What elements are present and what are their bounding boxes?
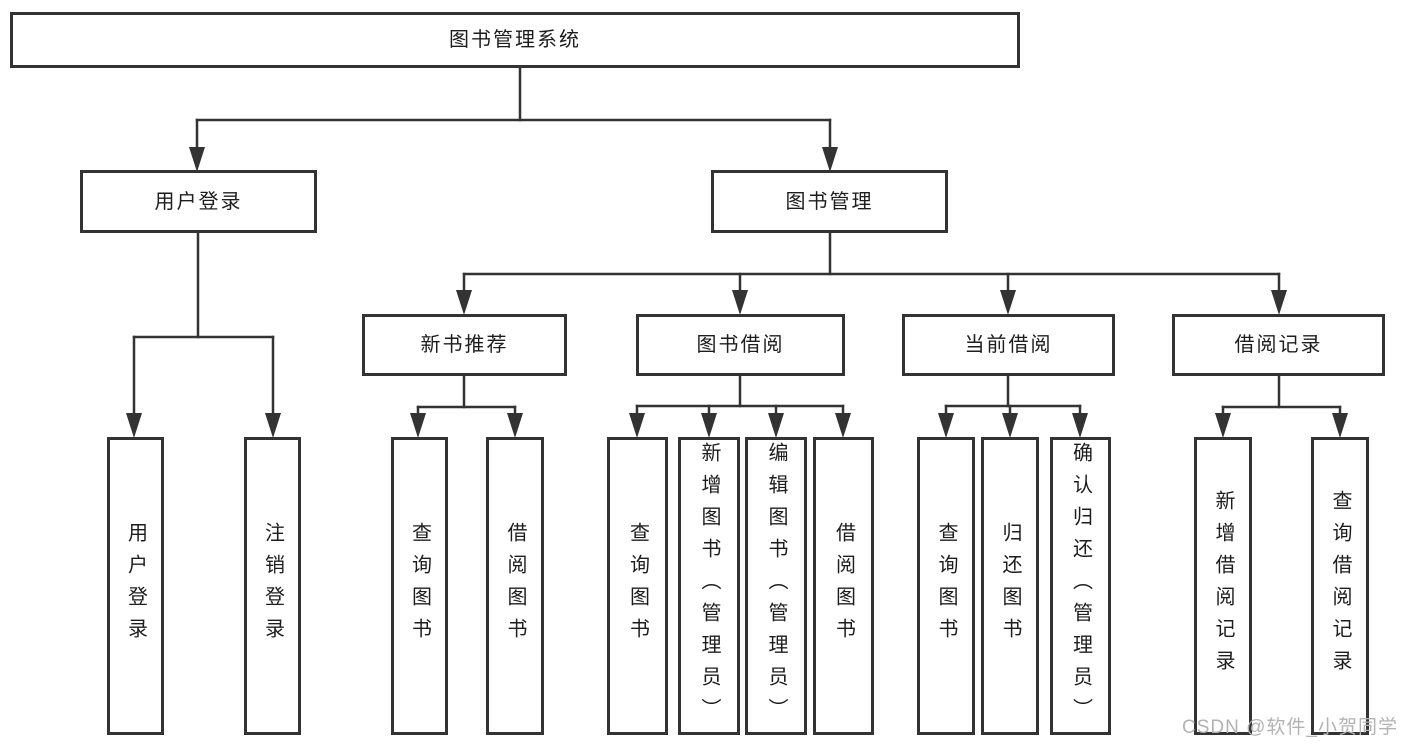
leaf-borrow-books-recommend: 借阅图书 — [486, 437, 544, 735]
leaf-logout: 注销登录 — [244, 437, 301, 735]
leaf-edit-book-admin: 编辑图书（管理员） — [745, 437, 807, 735]
node-borrowing-records: 借阅记录 — [1172, 314, 1385, 376]
node-current-borrowing: 当前借阅 — [902, 314, 1115, 376]
leaf-query-books-current-label: 查询图书 — [935, 522, 957, 650]
leaf-add-borrow-record-label: 新增借阅记录 — [1212, 490, 1234, 682]
arrowheads — [126, 147, 1348, 438]
leaf-user-login-label: 用户登录 — [124, 522, 147, 650]
leaf-query-books-recommend: 查询图书 — [391, 437, 448, 735]
leaf-borrow-books-borrowing: 借阅图书 — [813, 437, 874, 735]
leaf-query-borrow-record-label: 查询借阅记录 — [1329, 490, 1351, 682]
node-root: 图书管理系统 — [10, 12, 1020, 68]
leaf-query-borrow-record: 查询借阅记录 — [1311, 437, 1369, 735]
node-book-borrowing-label: 图书借阅 — [696, 334, 785, 356]
csdn-watermark: CSDN @软件_小贺同学 — [1182, 717, 1398, 738]
node-book-management-label: 图书管理 — [785, 190, 874, 213]
leaf-add-book-admin-label: 新增图书（管理员） — [698, 442, 720, 730]
node-book-borrowing: 图书借阅 — [636, 314, 845, 376]
node-user-login-label: 用户登录 — [154, 190, 243, 213]
leaf-confirm-return-admin: 确认归还（管理员） — [1050, 437, 1111, 735]
leaf-borrow-books-recommend-label: 借阅图书 — [504, 522, 526, 650]
leaf-add-book-admin: 新增图书（管理员） — [678, 437, 740, 735]
leaf-query-books-borrowing: 查询图书 — [607, 437, 668, 735]
leaf-return-book-label: 归还图书 — [999, 522, 1021, 650]
leaf-borrow-books-borrowing-label: 借阅图书 — [832, 522, 855, 650]
node-root-label: 图书管理系统 — [449, 29, 581, 51]
node-current-borrowing-label: 当前借阅 — [964, 334, 1053, 356]
leaf-logout-label: 注销登录 — [261, 522, 284, 650]
node-user-login: 用户登录 — [80, 170, 317, 233]
leaf-edit-book-admin-label: 编辑图书（管理员） — [765, 442, 787, 730]
leaf-query-books-borrowing-label: 查询图书 — [626, 522, 649, 650]
node-new-book-recommendation: 新书推荐 — [362, 314, 567, 376]
leaf-user-login: 用户登录 — [107, 437, 164, 735]
node-new-book-recommendation-label: 新书推荐 — [420, 334, 509, 356]
leaf-query-books-recommend-label: 查询图书 — [408, 522, 431, 650]
leaf-query-books-current: 查询图书 — [917, 437, 975, 735]
leaf-add-borrow-record: 新增借阅记录 — [1194, 437, 1252, 735]
leaf-confirm-return-admin-label: 确认归还（管理员） — [1069, 442, 1092, 730]
node-borrowing-records-label: 借阅记录 — [1234, 334, 1323, 356]
node-book-management: 图书管理 — [711, 170, 948, 233]
leaf-return-book: 归还图书 — [981, 437, 1039, 735]
